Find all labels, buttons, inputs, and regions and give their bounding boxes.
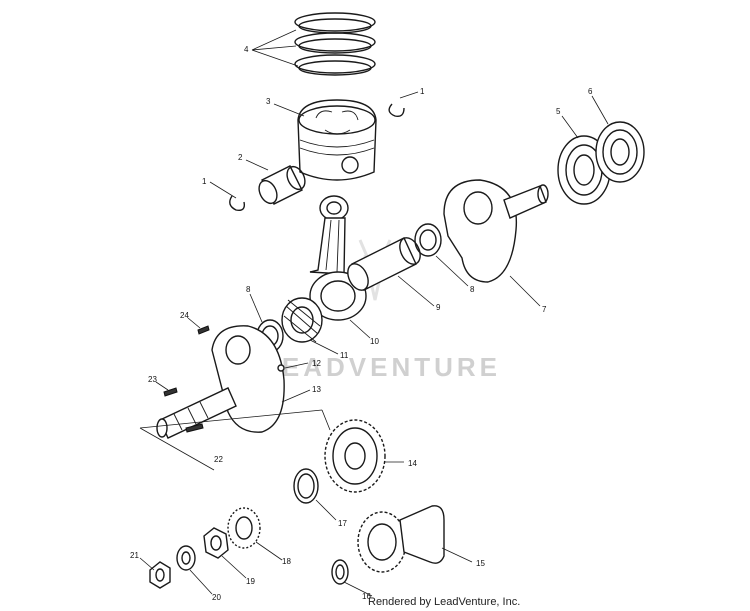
callout-7: 7	[542, 305, 547, 314]
callout-1b: 1	[202, 177, 207, 186]
callout-10: 10	[370, 337, 379, 346]
washer-20[interactable]	[176, 545, 196, 571]
callout-3: 3	[266, 97, 271, 106]
circlip-right[interactable]	[388, 103, 405, 118]
crank-pin[interactable]	[344, 234, 424, 293]
callout-labels: 4 1 3 2 1 5 6 7 8 8 9 10 11 12 13 24 23 …	[130, 45, 593, 602]
callout-23: 23	[148, 375, 157, 384]
callout-9: 9	[436, 303, 441, 312]
ball-bearing-6[interactable]	[595, 121, 645, 183]
callout-11: 11	[340, 351, 349, 360]
callout-8b: 8	[246, 285, 251, 294]
watermark-text: LEADVENTURE	[262, 352, 501, 382]
callout-2: 2	[238, 153, 243, 162]
callout-18: 18	[282, 557, 291, 566]
nut-21[interactable]	[149, 561, 171, 589]
callout-8a: 8	[470, 285, 475, 294]
callout-15: 15	[476, 559, 485, 568]
circlip-left[interactable]	[229, 195, 246, 212]
crankshaft-left-half[interactable]	[156, 325, 285, 439]
balancer-washer-16[interactable]	[331, 559, 349, 585]
callout-21: 21	[130, 551, 139, 560]
credit-text: Rendered by LeadVenture, Inc.	[368, 596, 521, 608]
piston[interactable]	[297, 99, 377, 181]
gear-washer-17[interactable]	[293, 468, 319, 504]
callout-12: 12	[312, 359, 321, 368]
callout-1a: 1	[420, 87, 425, 96]
callout-24: 24	[180, 311, 189, 320]
callout-19: 19	[246, 577, 255, 586]
callout-4: 4	[244, 45, 249, 54]
callout-5: 5	[556, 107, 561, 116]
callout-6: 6	[588, 87, 593, 96]
leader-lines	[139, 29, 609, 597]
key-23[interactable]	[163, 387, 178, 397]
gear-nut-19[interactable]	[203, 527, 229, 559]
needle-bearing[interactable]	[281, 297, 323, 343]
callout-22: 22	[214, 455, 223, 464]
group-bracket	[139, 409, 331, 471]
piston-pin[interactable]	[256, 164, 309, 207]
pin-24[interactable]	[197, 325, 210, 335]
balancer-shaft[interactable]	[357, 505, 445, 573]
connecting-rod[interactable]	[309, 195, 367, 321]
callout-16: 16	[362, 592, 371, 601]
crankshaft-right-half[interactable]	[443, 179, 549, 283]
callout-17: 17	[338, 519, 347, 528]
steel-ball[interactable]	[277, 364, 285, 372]
callout-20: 20	[212, 593, 221, 602]
woodruff-key-22[interactable]	[185, 423, 204, 433]
callout-14: 14	[408, 459, 417, 468]
thrust-washer-right[interactable]	[414, 223, 442, 257]
piston-rings[interactable]	[294, 12, 376, 76]
crankshaft-gear[interactable]	[324, 419, 386, 493]
watermark: LEADVENTURE	[262, 239, 501, 382]
callout-13: 13	[312, 385, 321, 394]
drive-gear-18[interactable]	[227, 507, 261, 549]
